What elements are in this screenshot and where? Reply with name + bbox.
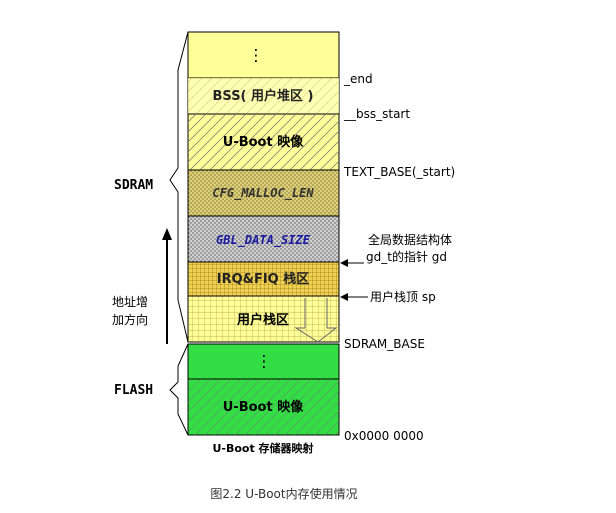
- addr-sp: 用户栈顶 sp: [370, 289, 436, 304]
- flash-brace: [169, 343, 189, 436]
- addr-sdram-base: SDRAM_BASE: [344, 337, 425, 351]
- addr-bss-start: __bss_start: [343, 107, 410, 121]
- region-sdram: SDRAM: [114, 178, 153, 193]
- seg-user-stack: [187, 295, 340, 343]
- seg-top-dots: ⋮: [248, 46, 264, 65]
- seg-malloc: [187, 169, 340, 217]
- gd-label-2: gd_t的指针 gd: [366, 249, 447, 264]
- addr-end: _end: [343, 72, 373, 86]
- seg-flash-top: [187, 343, 340, 380]
- seg-malloc-label: CFG_MALLOC_LEN: [212, 186, 314, 201]
- region-flash: FLASH: [114, 383, 153, 398]
- addr-text-base: TEXT_BASE(_start): [343, 165, 455, 179]
- seg-uboot-sdram-label: U-Boot 映像: [223, 134, 304, 150]
- sdram-brace: [169, 31, 189, 343]
- seg-gbl-label: GBL_DATA_SIZE: [216, 233, 311, 248]
- stack-growth-arrow: [294, 298, 338, 343]
- seg-uboot-flash-label: U-Boot 映像: [223, 399, 304, 415]
- seg-bss-label: BSS( 用户堆区 ): [213, 88, 314, 104]
- growth-label-2: 加方向: [112, 312, 148, 327]
- seg-user-stack-label: 用户栈区: [236, 312, 289, 328]
- seg-irq: [187, 261, 340, 297]
- seg-gbl: [187, 215, 340, 263]
- figure-caption: 图2.2 U-Boot内存使用情况: [210, 486, 357, 501]
- seg-irq-label: IRQ&FIQ 栈区: [217, 271, 310, 287]
- growth-arrow-head: [162, 228, 172, 240]
- gd-label-1: 全局数据结构体: [368, 232, 452, 247]
- seg-top: [187, 31, 340, 79]
- map-title: U-Boot 存储器映射: [212, 441, 313, 455]
- growth-label-1: 地址增: [112, 295, 148, 309]
- addr-zero: 0x0000 0000: [344, 429, 424, 443]
- seg-flash-dots: ⋮: [256, 352, 272, 371]
